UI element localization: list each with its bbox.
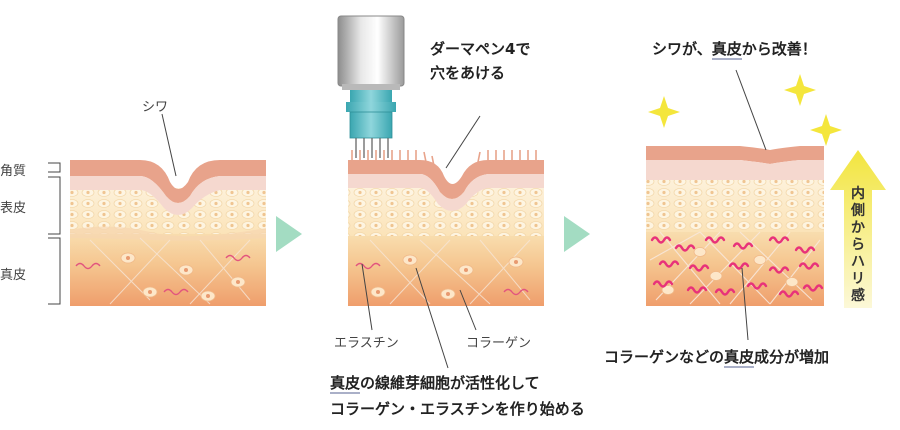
bottom-caption-line1: 真皮の線維芽細胞が活性化して (330, 372, 540, 394)
result-caption-post: から改善！ (741, 40, 817, 58)
wrinkle-label: シワ (142, 100, 169, 115)
device-caption-line2: 穴をあける (430, 64, 506, 82)
result-caption: シワが、真皮から改善！ (652, 38, 817, 60)
layer-label-stratum-corneum: 角質 (0, 164, 27, 179)
elastin-label: エラスチン (334, 336, 399, 351)
layer-label-epidermis: 表皮 (0, 201, 27, 216)
component-caption-post: 成分が増加 (754, 348, 830, 366)
device-caption-line1: ダーマペン4で (430, 40, 531, 58)
bottom-caption-line1-rest: の線維芽細胞が活性化して (360, 374, 540, 392)
up-arrow (830, 150, 886, 308)
panel2-pointers (361, 115, 481, 369)
panel1-skin (70, 160, 266, 306)
inner-firmness-vertical-caption: 内側からハリ感 (851, 186, 865, 304)
component-increase-caption: コラーゲンなどの真皮成分が増加 (604, 346, 830, 368)
layer-label-dermis: 真皮 (0, 268, 27, 283)
bottom-caption-line2: コラーゲン・エラスチンを作り始める (330, 400, 585, 418)
arrow-step-1 (276, 216, 302, 252)
result-caption-pre: シワが、 (652, 40, 712, 58)
result-caption-em: 真皮 (711, 40, 742, 60)
component-caption-pre: コラーゲンなどの (604, 348, 725, 366)
wrinkle-pointer (161, 113, 177, 177)
panel3-skin (646, 146, 824, 306)
arrow-step-2 (564, 216, 590, 252)
panel2-skin (348, 150, 544, 306)
sparkle-icons (648, 74, 842, 146)
collagen-label: コラーゲン (466, 336, 532, 351)
derma-pen-device (337, 15, 405, 158)
layer-brackets (48, 162, 61, 305)
dermis-emphasis: 真皮 (330, 374, 361, 394)
component-caption-em: 真皮 (724, 348, 755, 368)
panel3-pointers (735, 69, 767, 341)
